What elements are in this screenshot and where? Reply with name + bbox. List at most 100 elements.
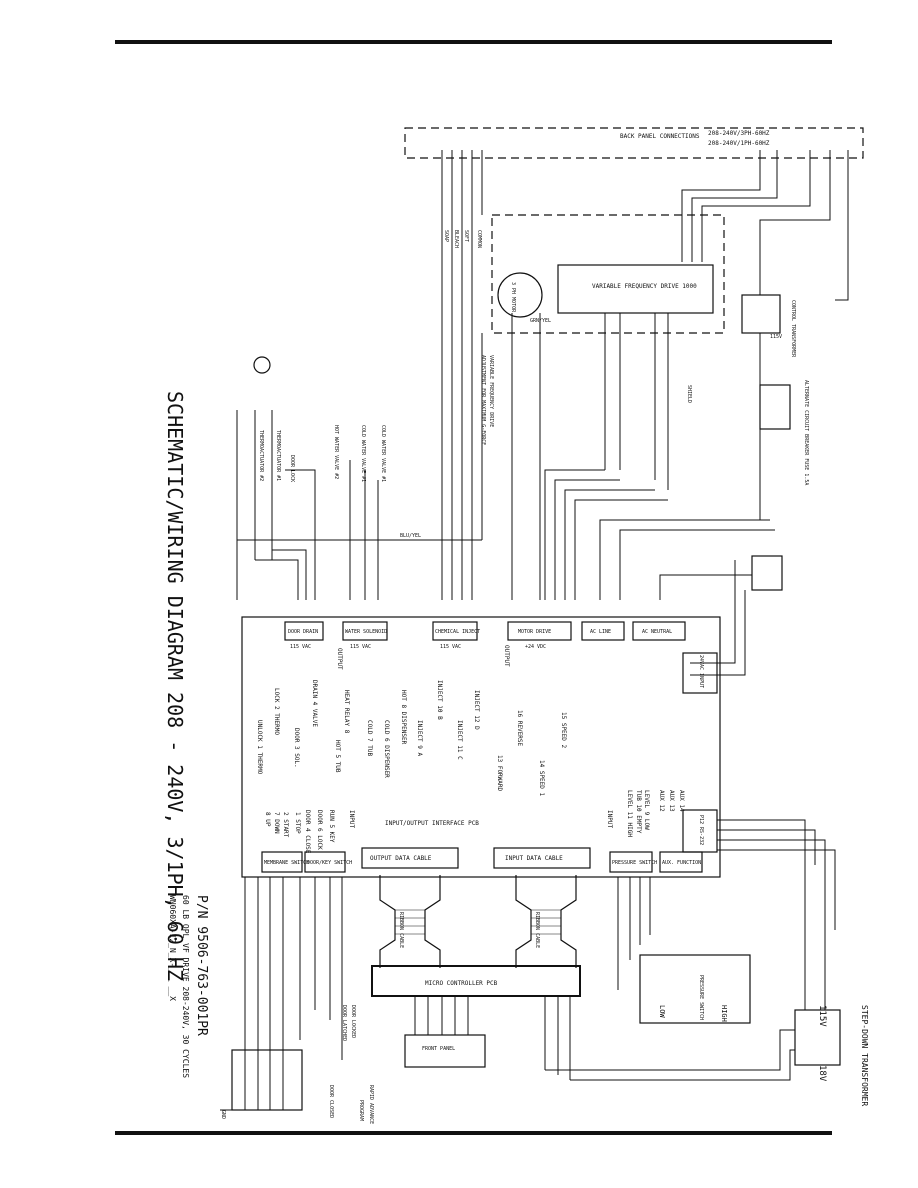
top-rule bbox=[115, 40, 832, 44]
door-closed-label: DOOR CLOSED bbox=[328, 1085, 334, 1118]
thermoactuator-1-label: THERMOACTUATOR #1 bbox=[275, 430, 281, 481]
input-1-8: INPUT bbox=[348, 810, 355, 828]
out-b-7: 14 SPEED 1 bbox=[538, 760, 545, 797]
conn-label-4: AC LINE bbox=[590, 629, 611, 635]
door-lock-label: DOOR LOCK bbox=[289, 455, 295, 482]
in-b-0: LEVEL 9 LOW bbox=[643, 790, 650, 830]
in-6: 1 STOP bbox=[294, 812, 301, 834]
conn-label-1: WATER SOLENOID bbox=[345, 629, 387, 635]
front-panel-label: FRONT PANEL bbox=[422, 1046, 455, 1052]
hot-valve-label: HOT WATER VALVE #2 bbox=[333, 425, 339, 479]
program-label: PROGRAM bbox=[358, 1100, 364, 1121]
in-1: DOOR 6 LOCK bbox=[316, 810, 323, 850]
conn-volt-1: 115 VAC bbox=[350, 644, 371, 650]
out-b-4: 16 REVERSE bbox=[516, 710, 523, 747]
output-1-8: OUTPUT bbox=[336, 648, 343, 670]
bottom-conn-3: INPUT DATA CABLE bbox=[505, 855, 563, 862]
pressure-switch-box bbox=[639, 954, 751, 1024]
ctrl-transformer-label: CONTROL TRANSFORMER bbox=[790, 300, 796, 358]
conn-label-3: MOTOR DRIVE bbox=[518, 629, 551, 635]
out-a-2: DRAIN 4 VALVE bbox=[311, 680, 318, 727]
thermoactuator-2-label: THERMOACTUATOR #2 bbox=[258, 430, 264, 481]
in-b-5: AUX 14 bbox=[678, 790, 685, 812]
pressure-high: HIGH bbox=[720, 1005, 728, 1022]
vfd-box bbox=[557, 264, 714, 314]
micro-title: MICRO CONTROLLER PCB bbox=[425, 980, 498, 987]
back-panel-label: BACK PANEL CONNECTIONS bbox=[620, 133, 700, 140]
pressure-low: LOW bbox=[658, 1005, 666, 1018]
stepdown-primary: 115V bbox=[817, 1005, 827, 1027]
bottom-conn-4: PRESSURE SWITCH bbox=[612, 860, 657, 866]
ribbon-label-1: RIBBON CABLE bbox=[398, 912, 404, 948]
ac-input-label: 24VAC INPUT bbox=[698, 655, 704, 688]
supply-3ph: 208-240V/3PH-60HZ bbox=[708, 130, 770, 137]
motor-symbol bbox=[497, 272, 543, 318]
conn-volt-3: +24 VDC bbox=[525, 644, 546, 650]
ctrl-transformer-primary: 115V bbox=[770, 334, 782, 340]
pcb-title: INPUT/OUTPUT INTERFACE PCB bbox=[385, 820, 479, 827]
bluyel-wire: BLU/YEL bbox=[400, 533, 421, 539]
vfd-ground: GRN/YEL bbox=[530, 318, 551, 324]
cold-valve-1-label: COLD WATER VALVE #1 bbox=[380, 425, 386, 482]
rapid-advance-label: RAPID ADVANCE bbox=[368, 1085, 374, 1124]
bottom-conn-0: MEMBRANE SWITCH bbox=[264, 860, 309, 866]
signal-common: COMMON bbox=[476, 230, 482, 248]
io-pcb bbox=[241, 616, 721, 878]
conn-label-0: DOOR DRAIN bbox=[288, 629, 318, 635]
bottom-conn-5: AUX. FUNCTION bbox=[662, 860, 701, 866]
out-a-0: LOCK 2 THERMO bbox=[273, 688, 280, 735]
in-4: 7 DOWN bbox=[273, 812, 280, 834]
out-b-3: INJECT 11 C bbox=[456, 720, 463, 760]
ribbon-label-2: RIBBON CABLE bbox=[534, 912, 540, 948]
out-a-8: HOT 8 DISPENSER bbox=[400, 690, 407, 745]
in-3: 8 UP bbox=[264, 812, 271, 827]
conn-volt-0: 115 VAC bbox=[290, 644, 311, 650]
out-b-0: INJECT 10 B bbox=[436, 680, 443, 720]
in-b-4: AUX 13 bbox=[668, 790, 675, 812]
door-latched-label: DOOR LATCHED bbox=[341, 1005, 347, 1041]
out-a-7: COLD 7 TUB bbox=[366, 720, 373, 757]
in-5: 2 START bbox=[282, 812, 289, 838]
out-a-5: HOT 5 TUB bbox=[334, 740, 341, 773]
signal-soap: SOAP bbox=[443, 230, 449, 242]
supply-1ph: 208-240V/1PH-60HZ bbox=[708, 140, 770, 147]
in-0: RUN 5 KEY bbox=[328, 810, 335, 843]
vfd-adjust-note-1: VARIABLE FREQUENCY DRIVE bbox=[488, 355, 494, 427]
in-2: DOOR 4 CLOSE bbox=[304, 810, 311, 854]
vfd-dashed-box bbox=[491, 214, 725, 334]
out-a-6: COLD 6 DISPENSER bbox=[383, 720, 390, 778]
conn-label-5: AC NEUTRAL bbox=[642, 629, 672, 635]
vfd-title: VARIABLE FREQUENCY DRIVE 1000 bbox=[592, 283, 697, 290]
subtitle: 60 LB OPL VF DRIVE 208-240V, 30 CYCLES bbox=[181, 895, 190, 1078]
in-b-1: TUB 10 EMPTY bbox=[635, 790, 642, 834]
input-9-16: INPUT bbox=[606, 810, 613, 828]
conn-volt-2: 115 VAC bbox=[440, 644, 461, 650]
stepdown-label: STEP-DOWN TRANSFORMER bbox=[860, 1005, 869, 1106]
bottom-conn-2: OUTPUT DATA CABLE bbox=[370, 855, 432, 862]
bottom-conn-1: DOOR/KEY SWITCH bbox=[307, 860, 352, 866]
output-9-16: OUTPUT bbox=[503, 645, 510, 667]
conn-label-2: CHEMICAL INJECT bbox=[435, 629, 480, 635]
out-b-5: 13 FORWARD bbox=[496, 755, 503, 792]
cold-valve-2-label: COLD WATER VALVE #1 bbox=[360, 425, 366, 482]
part-number: P/N 9506-763-001PR bbox=[194, 895, 209, 1036]
bottom-rule bbox=[115, 1131, 832, 1135]
signal-bleach: BLEACH bbox=[453, 230, 459, 248]
door-locked-label: DOOR LOCKED bbox=[350, 1005, 356, 1038]
out-b-1: INJECT 9 A bbox=[416, 720, 423, 757]
in-b-3: AUX 12 bbox=[658, 790, 665, 812]
micro-pcb bbox=[371, 965, 581, 997]
pressure-switch-label: PRESSURE SWITCH bbox=[698, 975, 704, 1020]
fuse-label: ALTERNATE CIRCUIT BREAKER FUSE 1.5A bbox=[803, 380, 809, 485]
out-a-4: HEAT RELAY 8 bbox=[343, 690, 350, 734]
rs232-label: P12 RS-232 bbox=[698, 815, 704, 845]
page-title: SCHEMATIC/WIRING DIAGRAM 208 - 240V, 3/1… bbox=[163, 391, 187, 981]
out-a-1: UNLOCK 1 THERMO bbox=[256, 720, 263, 775]
stepdown-secondary: 18V bbox=[817, 1065, 827, 1082]
out-b-6: 15 SPEED 2 bbox=[560, 712, 567, 749]
motor-label: 3 PH MOTOR bbox=[510, 282, 516, 313]
in-b-2: LEVEL 11 HIGH bbox=[626, 790, 633, 837]
gnd-label: GND bbox=[220, 1110, 226, 1119]
vfd-shield: SHIELD bbox=[686, 385, 692, 403]
